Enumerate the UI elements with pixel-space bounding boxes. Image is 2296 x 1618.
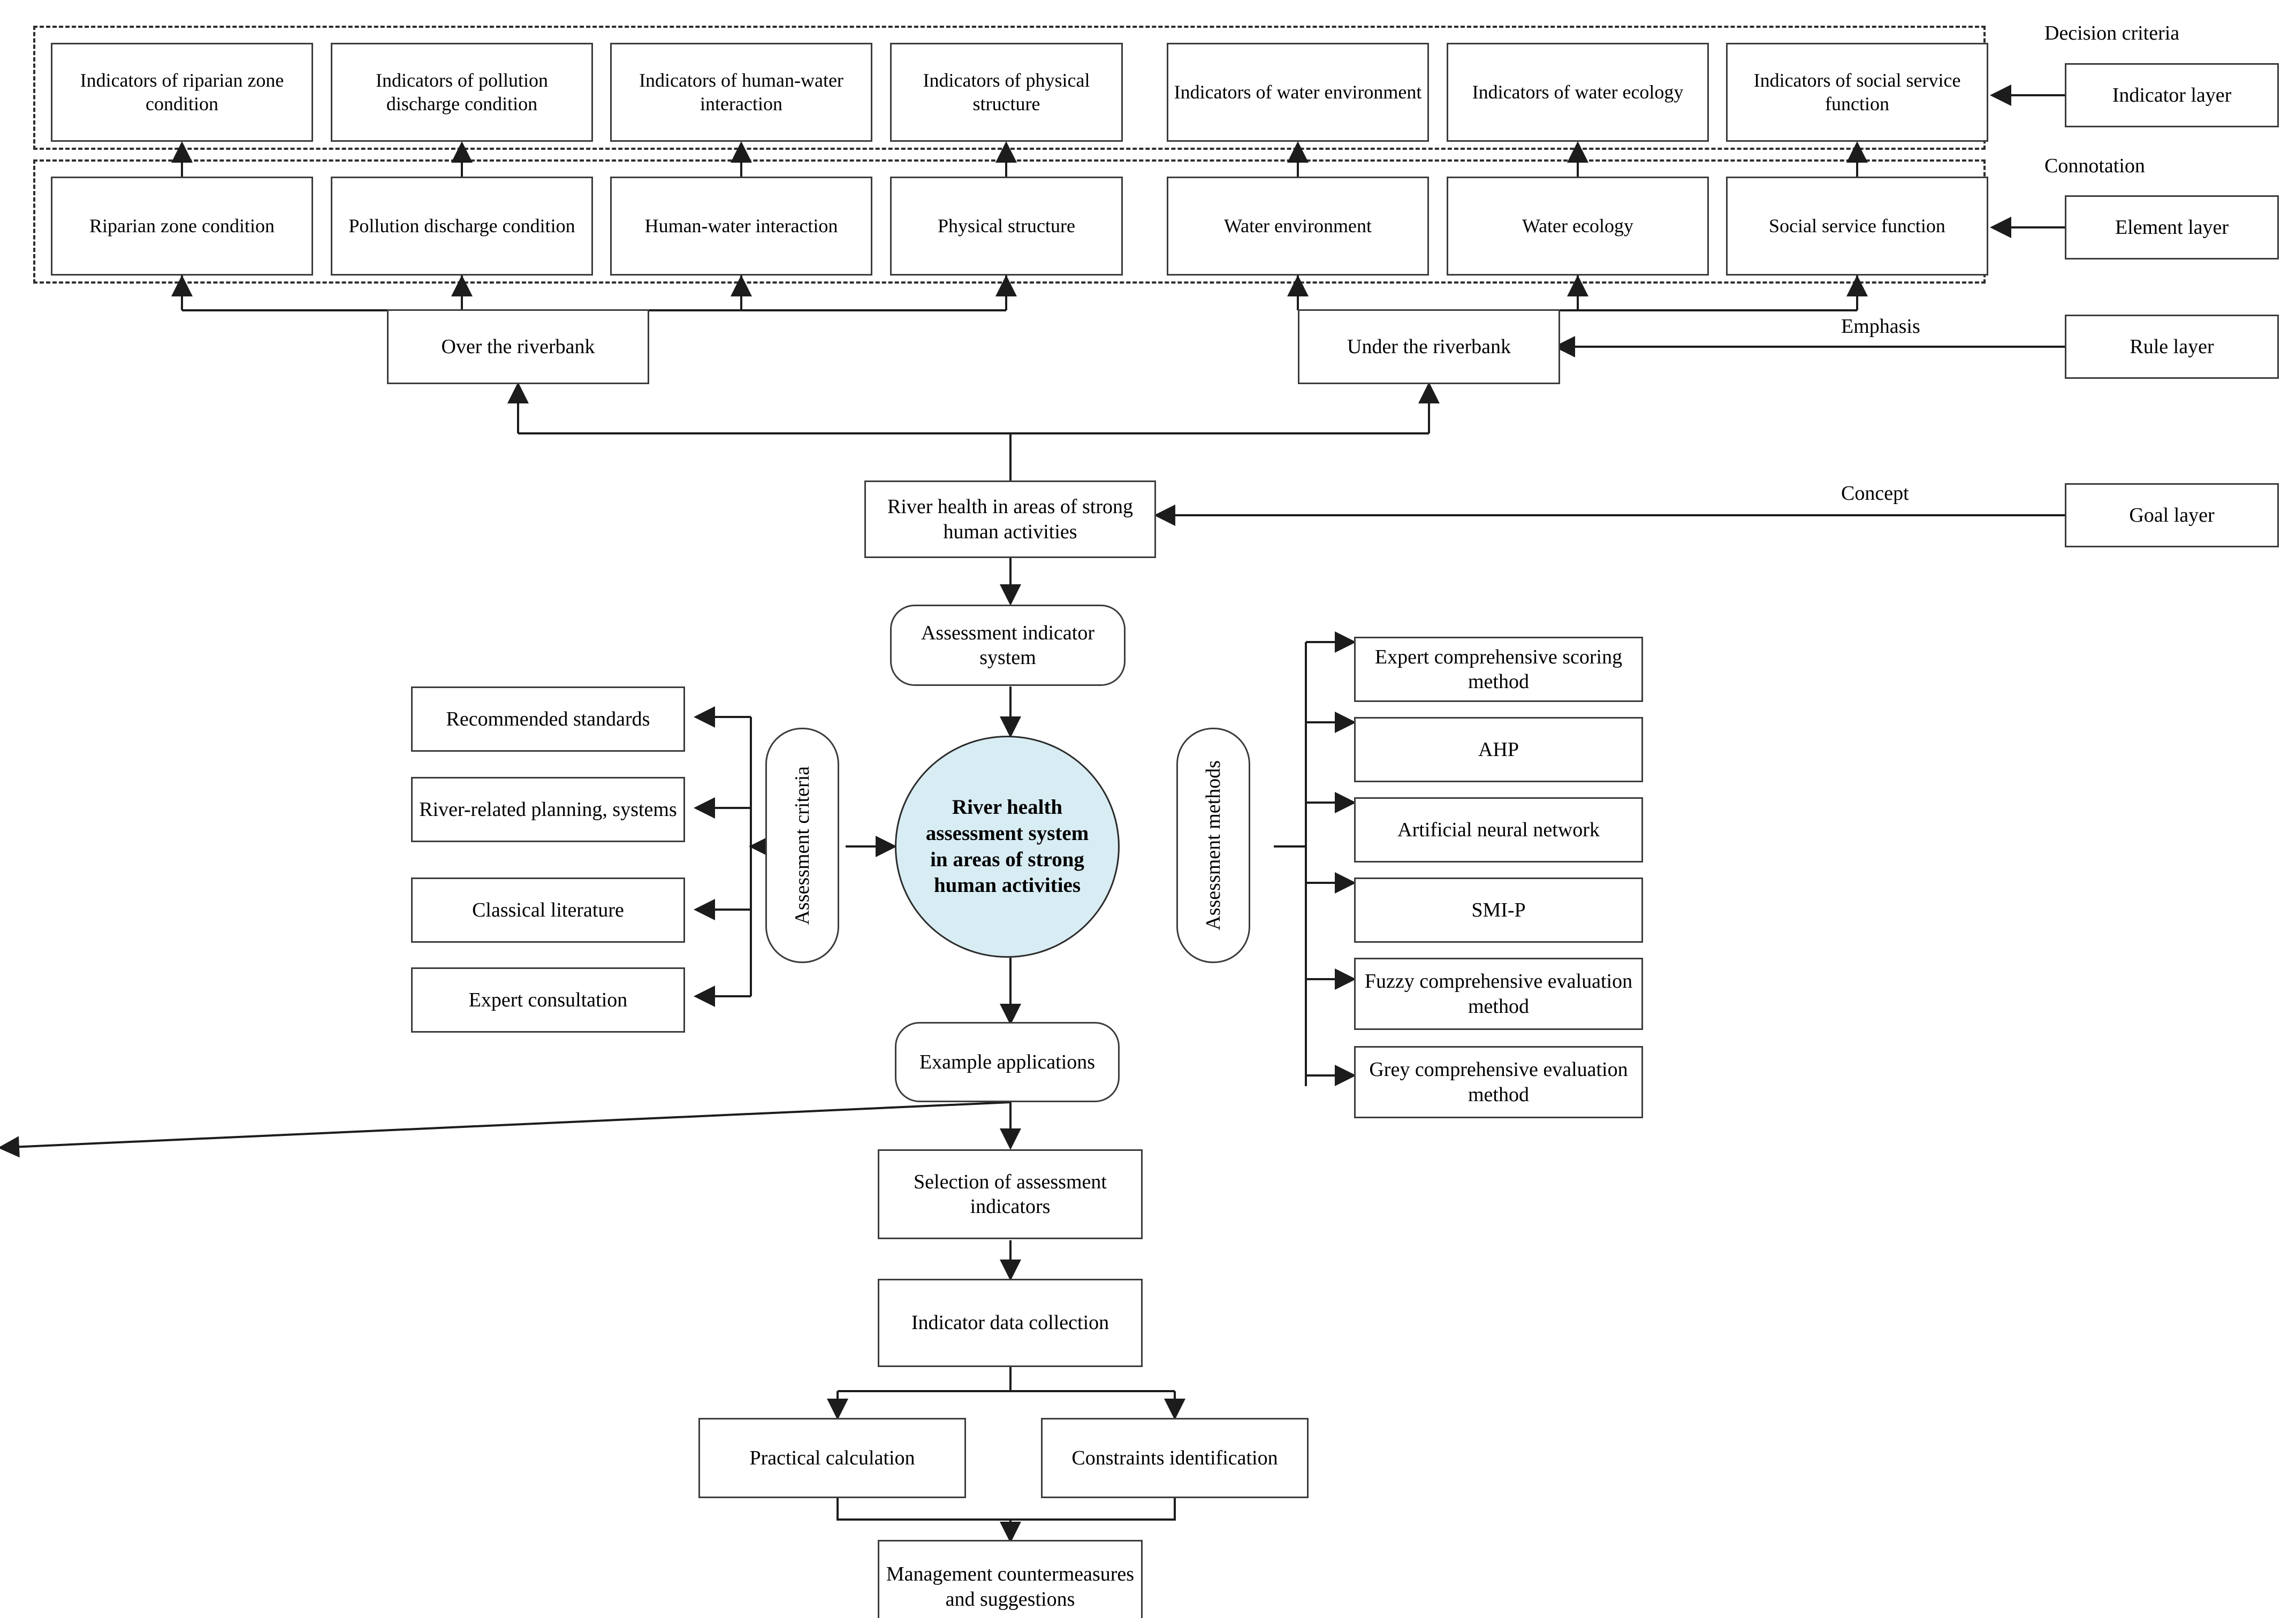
assessment-criteria-group[interactable]: Assessment criteria (765, 728, 839, 963)
element-box-1[interactable]: Pollution discharge condition (331, 177, 593, 276)
emphasis-label: Emphasis (1841, 315, 1920, 338)
center-circle-node[interactable]: River health assessment system in areas … (895, 736, 1120, 958)
criteria-box-2[interactable]: Classical literature (411, 877, 685, 943)
concept-label: Concept (1841, 482, 1909, 505)
element-box-0[interactable]: Riparian zone condition (51, 177, 313, 276)
workflow-box-management-countermeasures[interactable]: Management countermeasures and suggestio… (878, 1540, 1143, 1618)
criteria-box-0[interactable]: Recommended standards (411, 686, 685, 752)
assessment-methods-group[interactable]: Assessment methods (1176, 728, 1250, 963)
workflow-box-selection[interactable]: Selection of assessment indicators (878, 1149, 1143, 1239)
assessment-indicator-system-node[interactable]: Assessment indicator system (890, 605, 1126, 686)
goal-layer-side-box[interactable]: Goal layer (2065, 483, 2279, 547)
indicator-box-4[interactable]: Indicators of water environment (1167, 43, 1429, 142)
indicator-box-0[interactable]: Indicators of riparian zone condition (51, 43, 313, 142)
rule-box-under-riverbank[interactable]: Under the riverbank (1298, 309, 1560, 384)
assessment-criteria-label: Assessment criteria (790, 766, 814, 925)
indicator-layer-side-box[interactable]: Indicator layer (2065, 63, 2279, 127)
element-box-3[interactable]: Physical structure (890, 177, 1123, 276)
criteria-box-1[interactable]: River-related planning, systems (411, 777, 685, 842)
indicator-box-5[interactable]: Indicators of water ecology (1447, 43, 1709, 142)
indicator-box-3[interactable]: Indicators of physical structure (890, 43, 1123, 142)
connotation-label: Connotation (2044, 155, 2145, 177)
method-box-3[interactable]: SMI-P (1354, 877, 1643, 943)
indicator-box-2[interactable]: Indicators of human-water interaction (610, 43, 872, 142)
element-box-4[interactable]: Water environment (1167, 177, 1429, 276)
indicator-box-6[interactable]: Indicators of social service function (1726, 43, 1988, 142)
example-applications-node[interactable]: Example applications (895, 1022, 1120, 1102)
element-layer-side-box[interactable]: Element layer (2065, 195, 2279, 260)
method-box-1[interactable]: AHP (1354, 717, 1643, 782)
indicator-box-1[interactable]: Indicators of pollution discharge condit… (331, 43, 593, 142)
element-box-5[interactable]: Water ecology (1447, 177, 1709, 276)
workflow-box-practical-calculation[interactable]: Practical calculation (698, 1418, 966, 1498)
method-box-4[interactable]: Fuzzy comprehensive evaluation method (1354, 958, 1643, 1030)
assessment-methods-label: Assessment methods (1202, 760, 1225, 930)
decision-criteria-label: Decision criteria (2044, 22, 2180, 44)
rule-box-over-riverbank[interactable]: Over the riverbank (387, 309, 649, 384)
method-box-5[interactable]: Grey comprehensive evaluation method (1354, 1046, 1643, 1118)
goal-box-river-health[interactable]: River health in areas of strong human ac… (864, 480, 1156, 558)
method-box-2[interactable]: Artificial neural network (1354, 797, 1643, 863)
method-box-0[interactable]: Expert comprehensive scoring method (1354, 637, 1643, 702)
element-box-6[interactable]: Social service function (1726, 177, 1988, 276)
criteria-box-3[interactable]: Expert consultation (411, 967, 685, 1033)
element-box-2[interactable]: Human-water interaction (610, 177, 872, 276)
rule-layer-side-box[interactable]: Rule layer (2065, 315, 2279, 379)
workflow-box-constraints-identification[interactable]: Constraints identification (1041, 1418, 1309, 1498)
workflow-box-data-collection[interactable]: Indicator data collection (878, 1279, 1143, 1367)
